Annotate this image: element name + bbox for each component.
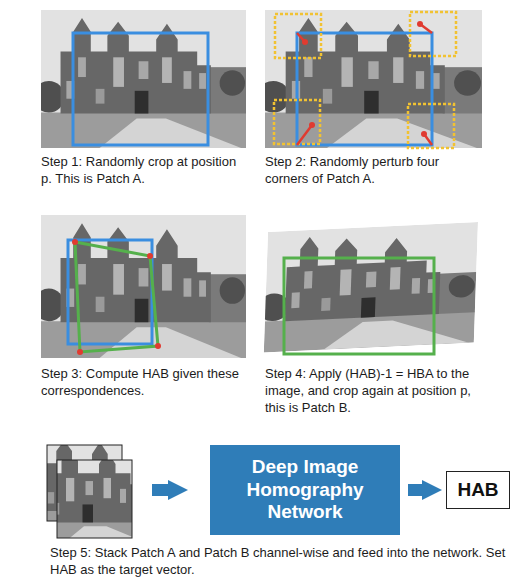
panel-3	[33, 215, 246, 358]
perturb-region	[275, 14, 321, 58]
warped-photo	[256, 222, 478, 353]
corner-dot	[77, 349, 83, 355]
stacked-patches	[2, 431, 168, 549]
step-caption: Step 1: Randomly crop at position p. Thi…	[41, 153, 241, 187]
perturb-arrow	[297, 125, 312, 145]
patch-b-box	[284, 258, 434, 354]
output-box: HAB	[446, 471, 510, 509]
corner-dot	[309, 122, 315, 128]
step-caption: Step 4: Apply (HAB)-1 = HBA to the image…	[265, 365, 480, 416]
corner-dot	[147, 253, 153, 259]
patch-a-box	[73, 33, 208, 145]
photo	[33, 10, 246, 148]
patch-border	[57, 460, 132, 538]
corner-dot	[421, 131, 427, 137]
photo	[257, 10, 482, 148]
corner-dot	[302, 39, 308, 45]
step-caption: Step 5: Stack Patch A and Patch B channe…	[50, 544, 520, 578]
panel-1	[33, 10, 246, 148]
panel-4	[256, 222, 478, 354]
corner-dot	[155, 343, 161, 349]
perturbed-quad	[75, 242, 158, 352]
step-caption: Step 3: Compute HAB given these correspo…	[41, 365, 246, 399]
corner-dot	[417, 21, 423, 27]
patch-a-box	[297, 33, 432, 145]
box-text: HAB	[457, 479, 498, 501]
input-arrow	[152, 484, 168, 496]
network-box: Deep Image Homography Network	[210, 445, 400, 535]
step-caption: Step 2: Randomly perturb four corners of…	[265, 153, 480, 187]
perturb-region	[274, 100, 320, 144]
panel-2	[257, 10, 482, 148]
perturb-region	[408, 104, 454, 148]
box-text: Deep Image Homography Network	[222, 456, 388, 524]
perturb-region	[410, 12, 456, 56]
corner-dot	[72, 239, 78, 245]
patch-a-box	[68, 240, 152, 344]
patch-b	[5, 441, 169, 550]
photo	[33, 215, 246, 358]
photo	[5, 441, 169, 550]
flow-arrow	[408, 484, 422, 496]
